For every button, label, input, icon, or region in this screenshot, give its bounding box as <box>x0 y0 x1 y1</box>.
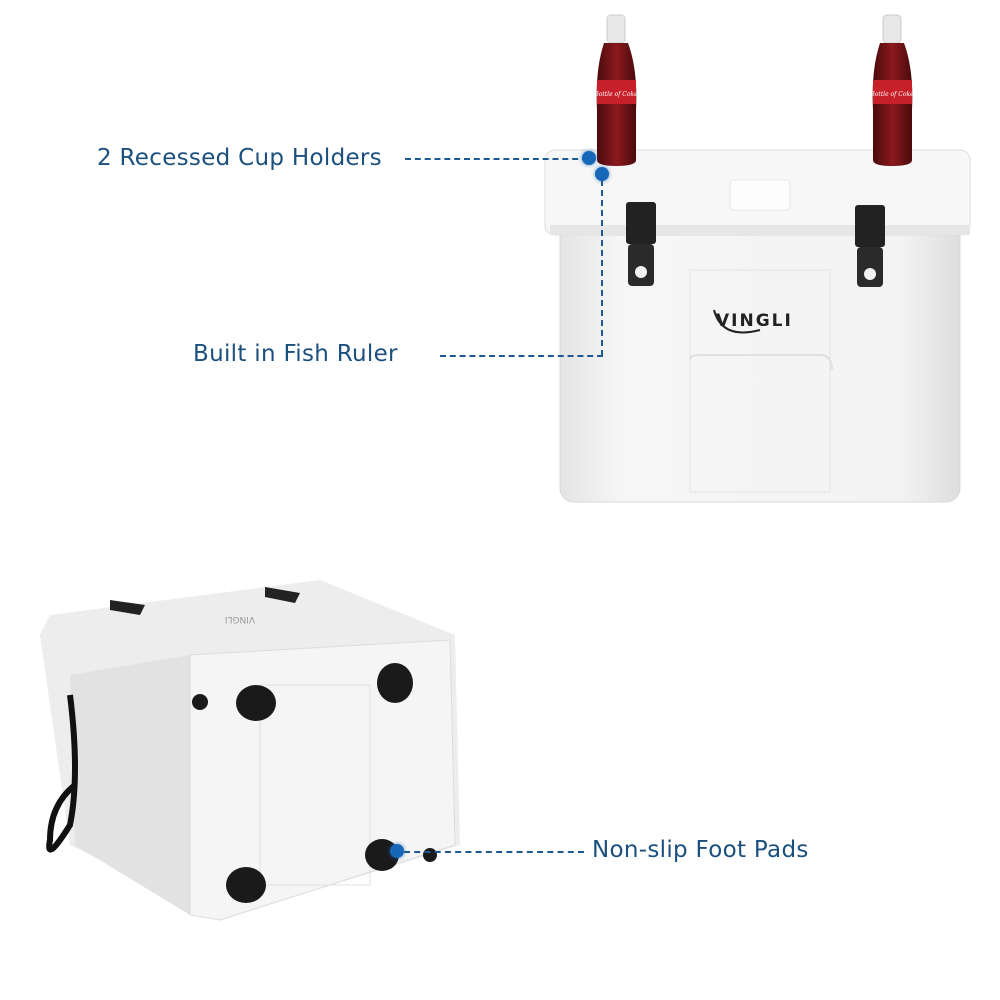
brand-logo: VINGLI <box>716 311 793 331</box>
bottle-left-icon: Bottle of Coke <box>593 14 638 166</box>
callout-label-fish-ruler: Built in Fish Ruler <box>193 341 398 367</box>
latch-left-icon <box>626 202 656 286</box>
svg-text:Bottle of Coke: Bottle of Coke <box>869 91 914 98</box>
callout-dot-cup-holders <box>582 151 596 165</box>
callout-line-fish-ruler <box>440 355 603 357</box>
callout-label-foot-pads: Non-slip Foot Pads <box>592 837 809 863</box>
foot-pad-icon <box>192 663 437 903</box>
svg-text:VINGLI: VINGLI <box>225 614 255 624</box>
bottle-right-icon: Bottle of Coke <box>869 14 914 166</box>
callout-line-fish-ruler-vertical <box>601 180 603 356</box>
svg-text:Bottle of Coke: Bottle of Coke <box>593 91 638 98</box>
callout-line-cup-holders <box>405 158 588 160</box>
latch-right-icon <box>855 205 885 287</box>
cooler-front-image: VINGLI Bottle of Coke Bottle of Coke <box>544 14 971 503</box>
callout-dot-fish-ruler <box>595 167 609 181</box>
callout-label-cup-holders: 2 Recessed Cup Holders <box>97 145 382 171</box>
callout-dot-foot-pads <box>390 844 404 858</box>
callout-line-foot-pads <box>404 851 584 853</box>
cooler-bottom-image: VINGLI <box>40 580 460 921</box>
